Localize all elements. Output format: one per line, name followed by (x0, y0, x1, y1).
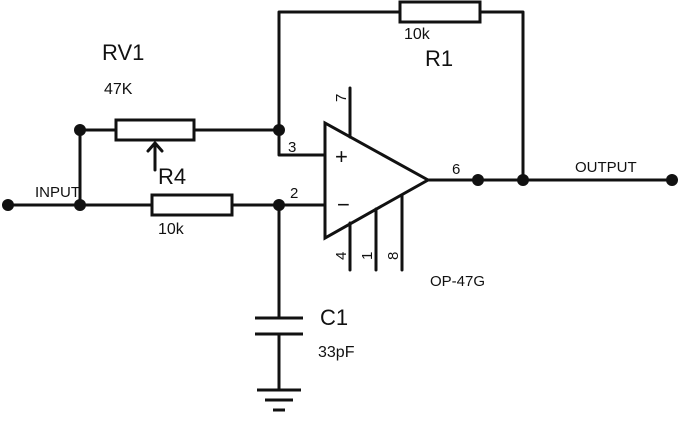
r1-resistor (398, 0, 482, 24)
input-label: INPUT (35, 184, 80, 201)
rv1-potentiometer (114, 118, 196, 142)
junction-rv1-right (273, 124, 285, 136)
c1-capacitor (255, 316, 303, 336)
pin-7-label: 7 (333, 94, 350, 102)
c1-ref-label: C1 (320, 305, 348, 330)
junction-inv (273, 199, 285, 211)
input-terminal (2, 199, 14, 211)
opamp-part-label: OP-47G (430, 273, 485, 290)
r1-value-label: 10k (404, 26, 431, 43)
junction-out1 (472, 174, 484, 186)
output-label: OUTPUT (575, 159, 637, 176)
junction-out2 (517, 174, 529, 186)
rv1-value-label: 47K (104, 81, 133, 98)
output-terminal (666, 174, 678, 186)
r4-ref-label: R4 (158, 164, 186, 189)
pin-3-label: 3 (288, 139, 296, 156)
r1-ref-label: R1 (425, 46, 453, 71)
r4-value-label: 10k (158, 221, 185, 238)
c1-value-label: 33pF (318, 344, 355, 361)
pin-1-label: 1 (359, 252, 376, 260)
rv1-wiper (146, 141, 164, 172)
r4-resistor (150, 193, 234, 217)
ground-symbol (257, 388, 301, 412)
pin-8-label: 8 (385, 252, 402, 260)
rv1-ref-label: RV1 (102, 40, 144, 65)
feedback-wire (277, 10, 525, 182)
pin-6-label: 6 (452, 161, 460, 178)
pin-4-label: 4 (333, 252, 350, 260)
pin-2-label: 2 (290, 185, 298, 202)
opamp-plus-sign: + (335, 144, 348, 169)
opamp-minus-sign: − (337, 192, 350, 217)
junction-rv1-left (74, 124, 86, 136)
junction-input (74, 199, 86, 211)
